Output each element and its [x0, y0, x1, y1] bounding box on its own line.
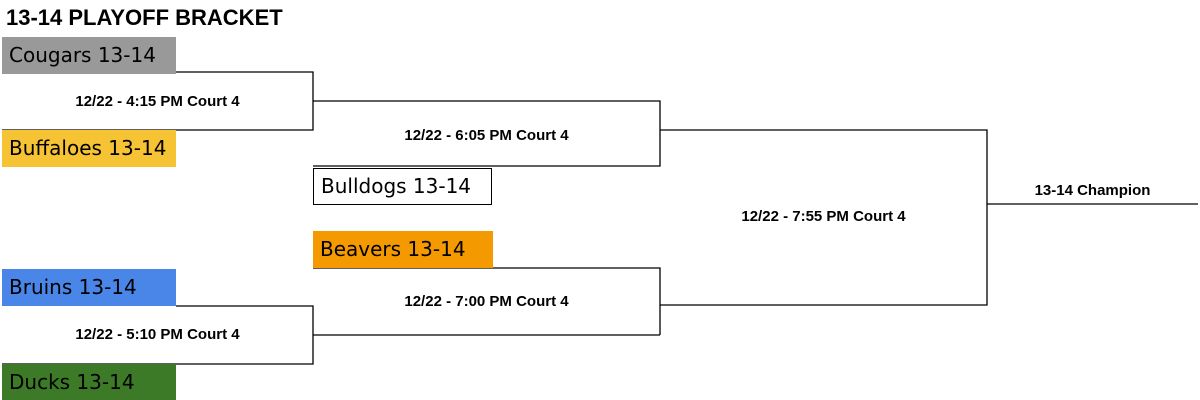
team-bulldogs-label: Bulldogs 13-14: [321, 174, 472, 198]
team-cougars-label: Cougars 13-14: [9, 43, 156, 67]
team-bruins-label: Bruins 13-14: [9, 275, 137, 299]
team-buffaloes: Buffaloes 13-14: [2, 130, 176, 167]
page-title: 13-14 PLAYOFF BRACKET: [6, 5, 283, 30]
game1-time: 12/22 - 4:15 PM Court 4: [75, 93, 240, 110]
team-ducks: Ducks 13-14: [2, 364, 176, 400]
team-beavers: Beavers 13-14: [313, 231, 493, 268]
final-game-time: 12/22 - 7:55 PM Court 4: [741, 208, 906, 225]
team-bulldogs: Bulldogs 13-14: [313, 168, 492, 205]
game2-time: 12/22 - 6:05 PM Court 4: [404, 127, 569, 144]
team-bruins: Bruins 13-14: [2, 269, 176, 306]
game4-time: 12/22 - 7:00 PM Court 4: [404, 293, 569, 310]
bracket-line-game4: [313, 267, 661, 306]
team-ducks-label: Ducks 13-14: [9, 370, 135, 394]
team-beavers-label: Beavers 13-14: [320, 237, 466, 261]
team-cougars: Cougars 13-14: [2, 37, 176, 74]
champion-label: 13-14 Champion: [1034, 182, 1151, 199]
team-buffaloes-label: Buffaloes 13-14: [9, 136, 167, 160]
game3-time: 12/22 - 5:10 PM Court 4: [75, 326, 240, 343]
bracket-line-game2: [313, 100, 661, 167]
bracket-line-final: [660, 129, 988, 306]
